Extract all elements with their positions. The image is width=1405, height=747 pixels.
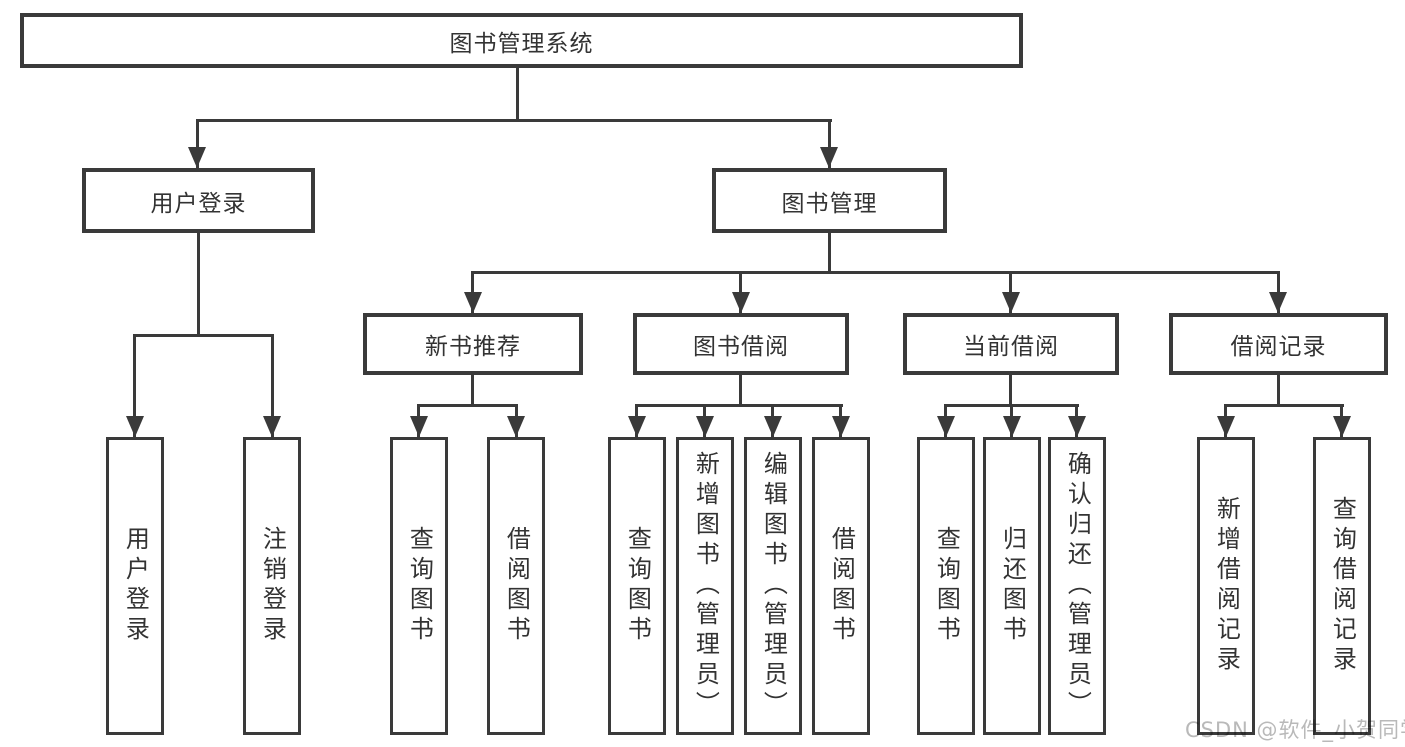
csdn-watermark: CSDN @软件_小贺同学	[1185, 718, 1405, 742]
leaf-user-login: 用户登录	[106, 437, 164, 735]
leaf-cb-query-books-label: 查询图书	[932, 526, 961, 646]
connector	[516, 66, 519, 122]
arrowhead	[628, 416, 646, 437]
leaf-bb-add-books-admin: 新增图书（管理员）	[676, 437, 734, 735]
connector	[197, 233, 200, 337]
connector	[739, 375, 742, 407]
connector	[1009, 375, 1012, 407]
arrowhead	[263, 416, 281, 437]
leaf-bb-borrow-books-label: 借阅图书	[827, 526, 856, 646]
leaf-cb-return-books: 归还图书	[983, 437, 1041, 735]
node-borrow-records-label: 借阅记录	[1230, 334, 1327, 360]
leaf-nbr-query-books: 查询图书	[390, 437, 448, 735]
connector	[271, 334, 274, 437]
arrowhead	[507, 416, 525, 437]
connector	[1224, 404, 1344, 407]
leaf-bb-query-books: 查询图书	[608, 437, 666, 735]
arrowhead	[1003, 416, 1021, 437]
arrowhead	[188, 147, 206, 168]
leaf-bb-edit-books-admin: 编辑图书（管理员）	[744, 437, 802, 735]
node-root: 图书管理系统	[20, 13, 1023, 68]
arrowhead	[732, 292, 750, 313]
connector	[635, 404, 843, 407]
leaf-br-query-record: 查询借阅记录	[1313, 437, 1371, 735]
leaf-bb-borrow-books: 借阅图书	[812, 437, 870, 735]
connector	[196, 119, 832, 122]
connector	[1277, 375, 1280, 407]
arrowhead	[1217, 416, 1235, 437]
leaf-bb-add-books-admin-label: 新增图书（管理员）	[691, 451, 720, 721]
connector	[417, 404, 518, 407]
leaf-br-query-record-label: 查询借阅记录	[1328, 496, 1357, 676]
connector	[471, 271, 1279, 274]
arrowhead	[464, 292, 482, 313]
arrowhead	[820, 147, 838, 168]
arrowhead	[1333, 416, 1351, 437]
arrowhead	[410, 416, 428, 437]
arrowhead	[126, 416, 144, 437]
node-book-borrow-label: 图书借阅	[693, 334, 789, 360]
node-borrow-records: 借阅记录	[1169, 313, 1388, 375]
leaf-logout-login: 注销登录	[243, 437, 301, 735]
arrowhead	[764, 416, 782, 437]
node-book-management: 图书管理	[712, 168, 947, 233]
connector	[828, 119, 831, 168]
leaf-user-login-label: 用户登录	[121, 526, 150, 646]
node-current-borrow: 当前借阅	[903, 313, 1119, 375]
leaf-cb-query-books: 查询图书	[917, 437, 975, 735]
node-new-book-recommend: 新书推荐	[363, 313, 583, 375]
connector	[828, 233, 831, 274]
arrowhead	[1002, 292, 1020, 313]
connector	[133, 334, 274, 337]
leaf-logout-login-label: 注销登录	[258, 526, 287, 646]
leaf-nbr-borrow-books-label: 借阅图书	[502, 526, 531, 646]
node-new-book-recommend-label: 新书推荐	[425, 334, 521, 360]
connector	[133, 334, 136, 437]
arrowhead	[937, 416, 955, 437]
leaf-cb-confirm-return-admin: 确认归还（管理员）	[1048, 437, 1106, 735]
arrowhead	[696, 416, 714, 437]
leaf-cb-confirm-return-admin-label: 确认归还（管理员）	[1063, 451, 1092, 721]
leaf-br-add-record: 新增借阅记录	[1197, 437, 1255, 735]
leaf-nbr-query-books-label: 查询图书	[405, 526, 434, 646]
arrowhead	[1269, 292, 1287, 313]
node-user-login-label: 用户登录	[150, 190, 247, 217]
leaf-br-add-record-label: 新增借阅记录	[1212, 496, 1241, 676]
leaf-bb-edit-books-admin-label: 编辑图书（管理员）	[759, 451, 788, 721]
arrowhead	[1068, 416, 1086, 437]
leaf-cb-return-books-label: 归还图书	[998, 526, 1027, 646]
node-root-label: 图书管理系统	[449, 30, 594, 57]
connector	[471, 375, 474, 407]
node-user-login: 用户登录	[82, 168, 315, 233]
node-current-borrow-label: 当前借阅	[963, 334, 1059, 360]
leaf-bb-query-books-label: 查询图书	[623, 526, 652, 646]
connector	[196, 119, 199, 168]
node-book-management-label: 图书管理	[781, 190, 878, 217]
node-book-borrow: 图书借阅	[633, 313, 849, 375]
arrowhead	[832, 416, 850, 437]
leaf-nbr-borrow-books: 借阅图书	[487, 437, 545, 735]
